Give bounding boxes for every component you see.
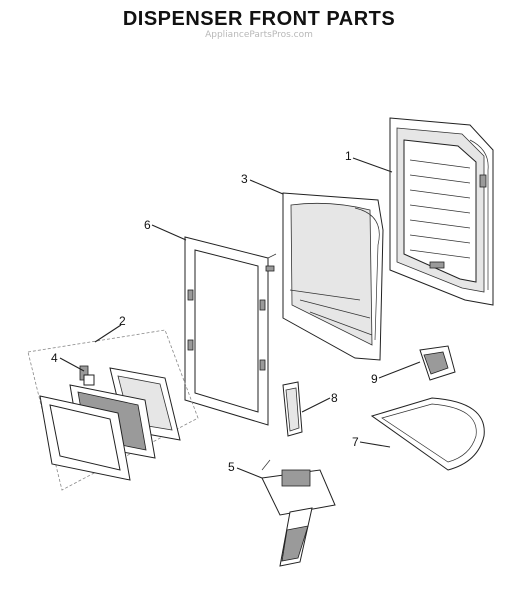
part-6-frame <box>184 236 277 426</box>
callout-7: 7 <box>352 435 359 449</box>
part-8-pad <box>282 381 303 437</box>
callout-8: 8 <box>331 391 338 405</box>
callout-1: 1 <box>345 149 352 163</box>
part-1-housing <box>389 117 494 306</box>
diagram-title: DISPENSER FRONT PARTS <box>122 8 396 30</box>
callout-2: 2 <box>119 314 126 328</box>
leader-lines <box>59 157 421 479</box>
callout-4: 4 <box>51 351 58 365</box>
part-7-tray <box>370 397 485 471</box>
part-5-paddle <box>261 459 336 567</box>
callout-3: 3 <box>241 172 248 186</box>
part-3-chute <box>282 192 384 361</box>
part-9-bracket <box>419 345 456 381</box>
callout-5: 5 <box>228 460 235 474</box>
callout-6: 6 <box>144 218 151 232</box>
part-2-ui-assembly <box>27 329 199 491</box>
watermark: AppliancePartsPros.com <box>205 30 313 40</box>
callout-9: 9 <box>371 372 378 386</box>
